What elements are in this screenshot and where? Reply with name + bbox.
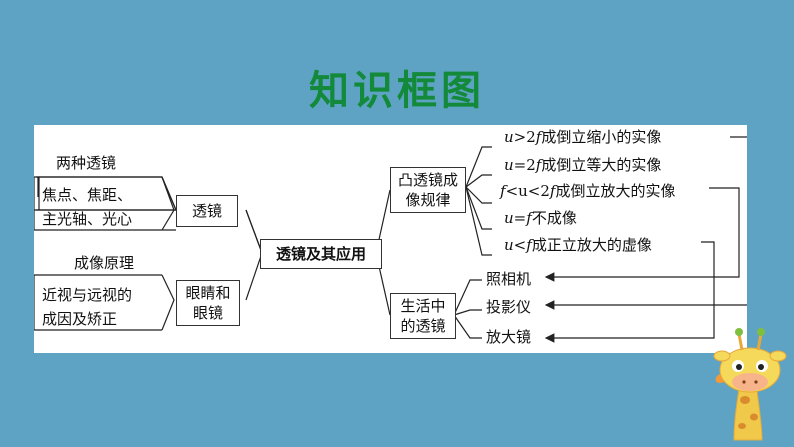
rule-1: u>2f成倒立缩小的实像: [504, 128, 662, 146]
camera-label: 照相机: [486, 270, 532, 288]
rule-5: u<f成正立放大的虚像: [504, 236, 652, 254]
axis-label: 主光轴、光心: [42, 210, 133, 228]
lens-box: 透镜: [176, 195, 238, 227]
page-title: 知识框图: [309, 68, 485, 114]
rule-3: f<u<2f成倒立放大的实像: [500, 182, 676, 200]
lens-type-label: 两种透镜: [56, 154, 117, 172]
myopia-label: 近视与远视的: [42, 286, 133, 304]
diagram-panel: 两种透镜 焦点、焦距、 主光轴、光心 透镜 成像原理 近视与远视的 成因及矫正 …: [34, 125, 747, 353]
eye-box-line1: 眼睛和: [185, 284, 231, 302]
giraffe-icon: [713, 328, 787, 441]
center-topic: 透镜及其应用: [260, 239, 382, 269]
life-box-line2: 的透镜: [400, 317, 446, 335]
projector-label: 投影仪: [486, 298, 532, 316]
magnifier-label: 放大镜: [486, 328, 532, 346]
eye-box-line2: 眼镜: [192, 304, 223, 322]
rule-2: u=2f成倒立等大的实像: [504, 156, 662, 174]
rules-box: 凸透镜成 像规律: [390, 167, 466, 213]
eye-box: 眼睛和 眼镜: [176, 280, 240, 326]
rules-box-line1: 凸透镜成: [397, 171, 458, 189]
life-box-line1: 生活中: [400, 297, 446, 315]
rule-4: u=f不成像: [504, 209, 577, 227]
rules-box-line2: 像规律: [405, 191, 451, 209]
imaging-principle-label: 成像原理: [74, 254, 135, 272]
life-box: 生活中 的透镜: [390, 293, 456, 339]
focus-label: 焦点、焦距、: [42, 186, 133, 204]
correction-label: 成因及矫正: [42, 310, 118, 328]
